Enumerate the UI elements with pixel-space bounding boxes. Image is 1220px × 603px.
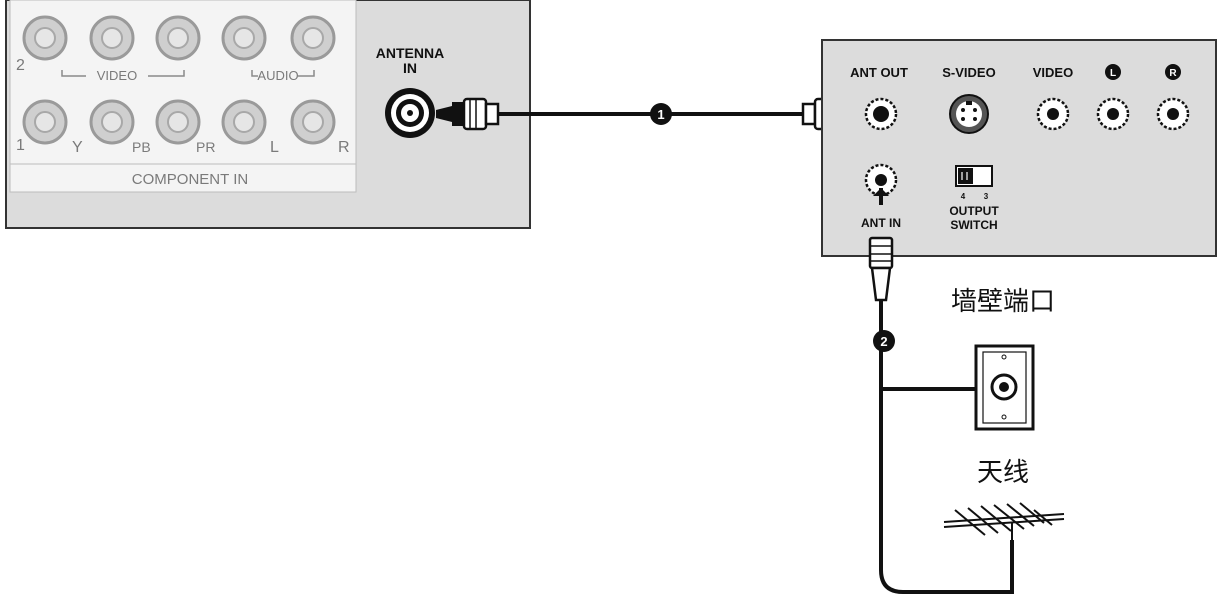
switch-pos-right: 3 <box>984 192 989 201</box>
jack-label-y: Y <box>72 139 83 156</box>
wall-jack-label: 墙壁端口 <box>951 287 1055 317</box>
ant-in-jack-icon <box>864 163 898 205</box>
callout-1: 1 <box>650 103 672 125</box>
ant-in-label: ANT IN <box>861 216 901 230</box>
ant-out-jack-icon <box>864 97 898 131</box>
cable-2-plug-icon <box>868 236 894 302</box>
svideo-jack-icon <box>949 94 989 134</box>
audio-left-badge: L <box>1105 64 1121 80</box>
output-switch-icon <box>955 165 993 187</box>
vcr-panel-body <box>821 39 1217 257</box>
antenna: 天线 <box>943 458 1065 540</box>
audio-right-jack-icon <box>1156 97 1190 131</box>
switch-label-line1: OUTPUT <box>949 204 999 218</box>
antenna-in-label-line1: ANTENNA <box>376 45 444 61</box>
ant-out-label: ANT OUT <box>850 65 908 80</box>
group-brackets <box>61 70 315 77</box>
vcr-back-panel: ANT OUT S-VIDEO VIDEO L R <box>821 39 1217 257</box>
antenna-in-jack-icon <box>385 88 435 138</box>
audio-left-label: L <box>1110 68 1116 79</box>
antenna-in-label-line2: IN <box>403 60 417 76</box>
svideo-label: S-VIDEO <box>942 65 995 80</box>
antenna-label: 天线 <box>977 458 1029 488</box>
cable-2: 2 <box>868 236 1014 594</box>
callout-2: 2 <box>873 330 895 352</box>
video-group-label: VIDEO <box>97 68 137 83</box>
switch-label-line2: SWITCH <box>950 218 997 232</box>
audio-group-label: AUDIO <box>257 68 298 83</box>
jack-label-pb: PB <box>132 139 151 155</box>
cable-1-plug-left-icon <box>436 97 500 131</box>
wall-plate-icon <box>974 344 1035 431</box>
switch-pos-left: 4 <box>961 192 966 201</box>
audio-right-badge: R <box>1165 64 1181 80</box>
audio-right-label: R <box>1169 68 1177 79</box>
row-1-number: 1 <box>16 137 25 154</box>
component-in-label: COMPONENT IN <box>132 171 248 188</box>
callout-1-number: 1 <box>657 107 664 122</box>
video-label: VIDEO <box>1033 65 1073 80</box>
antenna-icon <box>943 502 1065 540</box>
callout-2-number: 2 <box>880 334 887 349</box>
row-2-number: 2 <box>16 57 25 74</box>
audio-left-jack-icon <box>1096 97 1130 131</box>
jack-label-l: L <box>270 139 279 156</box>
jack-label-pr: PR <box>196 139 215 155</box>
video-jack-icon <box>1036 97 1070 131</box>
wall-jack: 墙壁端口 <box>951 287 1055 431</box>
jack-label-r: R <box>338 139 350 156</box>
